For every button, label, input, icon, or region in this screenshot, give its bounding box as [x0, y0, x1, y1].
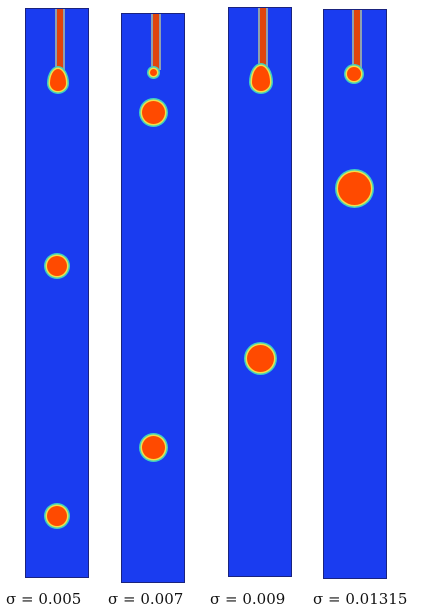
- pendant-droplet: [50, 69, 66, 91]
- simulation-panel-3: [228, 7, 292, 577]
- nozzle: [55, 9, 65, 71]
- nozzle: [352, 10, 362, 70]
- sigma-label-3: σ = 0.009: [210, 590, 285, 608]
- sigma-label-1: σ = 0.005: [6, 590, 81, 608]
- detached-droplet: [142, 101, 165, 124]
- pendant-droplet: [347, 67, 361, 81]
- nozzle: [151, 14, 161, 70]
- simulation-panel-2: [121, 13, 185, 583]
- detached-droplet: [247, 345, 274, 372]
- detached-droplet: [47, 506, 67, 526]
- pendant-droplet: [150, 69, 157, 76]
- simulation-panel-1: [25, 8, 89, 578]
- detached-droplet: [338, 172, 371, 205]
- nozzle: [258, 8, 268, 70]
- detached-droplet: [142, 436, 165, 459]
- sigma-label-4: σ = 0.01315: [313, 590, 407, 608]
- pendant-droplet: [252, 66, 270, 91]
- simulation-panel-4: [323, 9, 387, 579]
- detached-droplet: [47, 256, 67, 276]
- sigma-label-2: σ = 0.007: [108, 590, 183, 608]
